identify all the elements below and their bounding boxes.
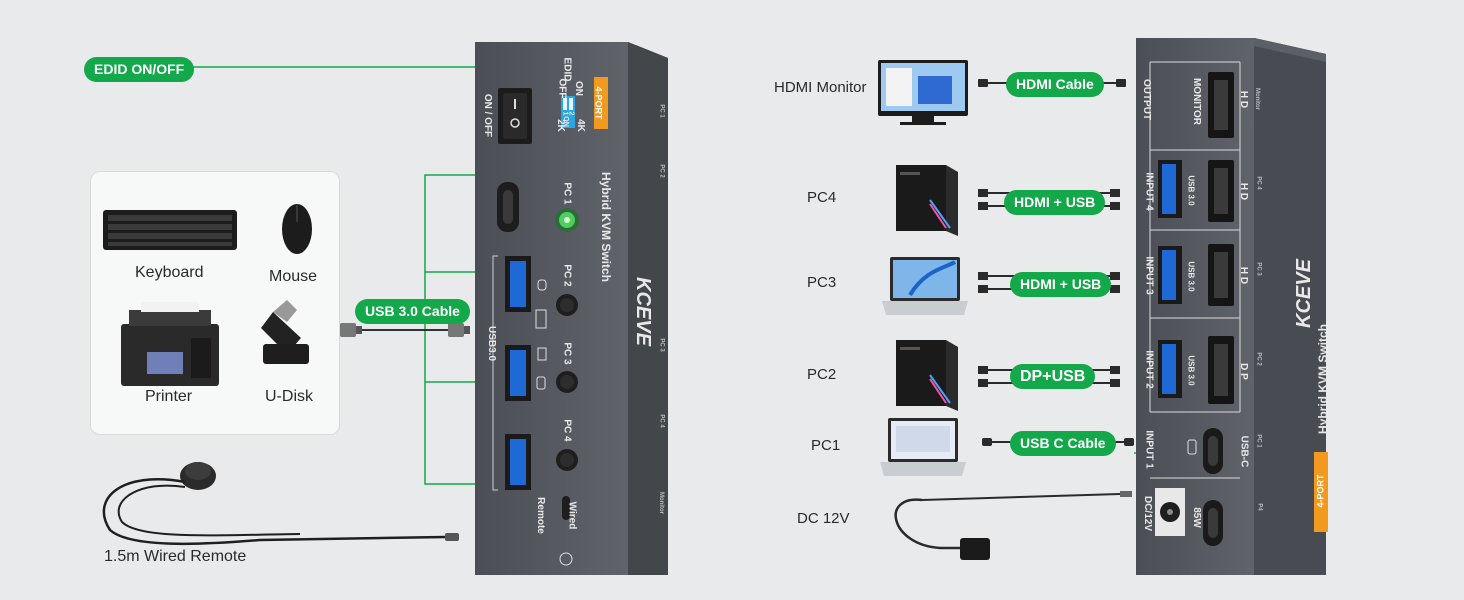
rear-side-pc3: PC 3: [1255, 262, 1262, 276]
rear-usb30-4: USB 3.0: [1186, 175, 1196, 206]
rear-input2-label: INPUT 2: [1143, 350, 1155, 389]
rear-usbc-label: USB-C: [1238, 435, 1250, 468]
printer-icon: [121, 302, 219, 386]
pc1-label-right: PC1: [811, 437, 841, 454]
rear-usb30-2: USB 3.0: [1186, 355, 1196, 386]
usb-group-label: USB3.0: [486, 325, 498, 362]
pc4-label: PC 4: [561, 419, 573, 442]
pc4-label-right: PC4: [807, 189, 837, 206]
usb-cable-icon: [340, 323, 470, 337]
pc2-label: PC 2: [561, 264, 573, 287]
edid-badge: EDID ON/OFF: [84, 57, 195, 82]
rear-brand-badge: 4-PORT: [1315, 474, 1326, 508]
udisk-label: U-Disk: [265, 388, 313, 405]
peripheral-icons: [103, 204, 312, 386]
rear-input3-label: INPUT 3: [1143, 256, 1155, 295]
rear-side-pc2: PC 2: [1255, 352, 1262, 366]
right-cables: [894, 82, 1126, 550]
pc3-cable-badge: HDMI + USB: [1010, 272, 1112, 297]
pc3-label: PC 3: [561, 342, 573, 365]
pc1-cable-badge: USB C Cable: [1010, 431, 1116, 456]
front-product-name: Hybrid KVM Switch: [599, 171, 614, 283]
rear-85w-label: 85W: [1190, 507, 1202, 528]
rear-side-pc1: PC 1: [1255, 434, 1262, 448]
rear-brand-logo: KCEVE: [1292, 259, 1315, 328]
rear-side-monitor: Monitor: [1254, 88, 1260, 110]
kvm-front-panel: [475, 42, 668, 575]
front-side-pc1: PC 1: [658, 104, 665, 118]
peripheral-card: Keyboard Mouse Printer U-Disk: [90, 171, 340, 435]
front-side-pc2: PC 2: [658, 164, 665, 178]
edid-off-label: OFF: [556, 78, 568, 99]
front-side-pc4: PC 4: [658, 414, 665, 428]
rear-side-p4: P4: [1256, 503, 1263, 511]
right-cable-plugs: [960, 79, 1134, 560]
edid-on-label: ON: [573, 81, 584, 96]
power-label: ON / OFF: [482, 93, 494, 138]
dc12v-label: DC 12V: [797, 510, 850, 527]
rear-input1-label: INPUT 1: [1143, 430, 1155, 469]
wired-remote-label: 1.5m Wired Remote: [104, 548, 247, 565]
front-brand-logo: KCEVE: [631, 277, 654, 346]
pc2-label-right: PC2: [807, 366, 837, 383]
rear-product-name: Hybrid KVM Switch: [1316, 323, 1331, 435]
pc3-label-right: PC3: [807, 274, 837, 291]
keyboard-label: Keyboard: [135, 264, 204, 281]
hdmi-cable-badge: HDMI Cable: [1006, 72, 1104, 97]
pc1-laptop-icon: [880, 418, 966, 476]
pc4-tower-icon: [896, 165, 958, 236]
pc2-tower-icon: [896, 340, 958, 411]
printer-label: Printer: [145, 388, 193, 405]
dip-on-label: ON: [561, 116, 569, 127]
mouse-icon: [282, 204, 312, 254]
pc2-cable-badge: DP+USB: [1010, 364, 1096, 389]
wired-label: Wired: [566, 501, 578, 530]
remote-label: Remote: [534, 497, 546, 534]
rear-output-label: OUTPUT: [1141, 78, 1153, 121]
pc4-cable-badge: HDMI + USB: [1004, 190, 1106, 215]
pc3-laptop-icon: [882, 257, 968, 315]
front-side-pc3: PC 3: [658, 338, 665, 352]
keyboard-icon: [103, 210, 237, 250]
pc1-label: PC 1: [561, 182, 573, 205]
rear-hd-input3: H D: [1238, 266, 1250, 285]
rear-side-pc4: PC 4: [1255, 176, 1262, 190]
mouse-label: Mouse: [269, 268, 318, 285]
wired-remote-icon: [102, 462, 459, 546]
rear-hd-output-label: H D: [1238, 90, 1250, 109]
dip-2-label: 2: [567, 111, 575, 116]
hdmi-monitor-label: HDMI Monitor: [774, 79, 867, 96]
res-4k-label: 4K: [574, 119, 586, 132]
rear-dp-label: D P: [1237, 363, 1249, 380]
usb-cable-badge: USB 3.0 Cable: [355, 299, 470, 324]
usb-disk-icon: [261, 300, 309, 364]
rear-input4-label: INPUT 4: [1143, 172, 1155, 211]
rear-monitor-label: MONITOR: [1191, 77, 1203, 126]
front-brand-badge: 4-PORT: [593, 86, 604, 120]
rear-hd-input4: H D: [1238, 182, 1250, 201]
kvm-rear-panel: [1136, 38, 1328, 575]
front-side-monitor: Monitor: [658, 492, 664, 514]
rear-usb30-3: USB 3.0: [1186, 261, 1196, 292]
hdmi-monitor-icon: [878, 60, 968, 125]
rear-dc12v-label: DC/12V: [1142, 495, 1154, 532]
